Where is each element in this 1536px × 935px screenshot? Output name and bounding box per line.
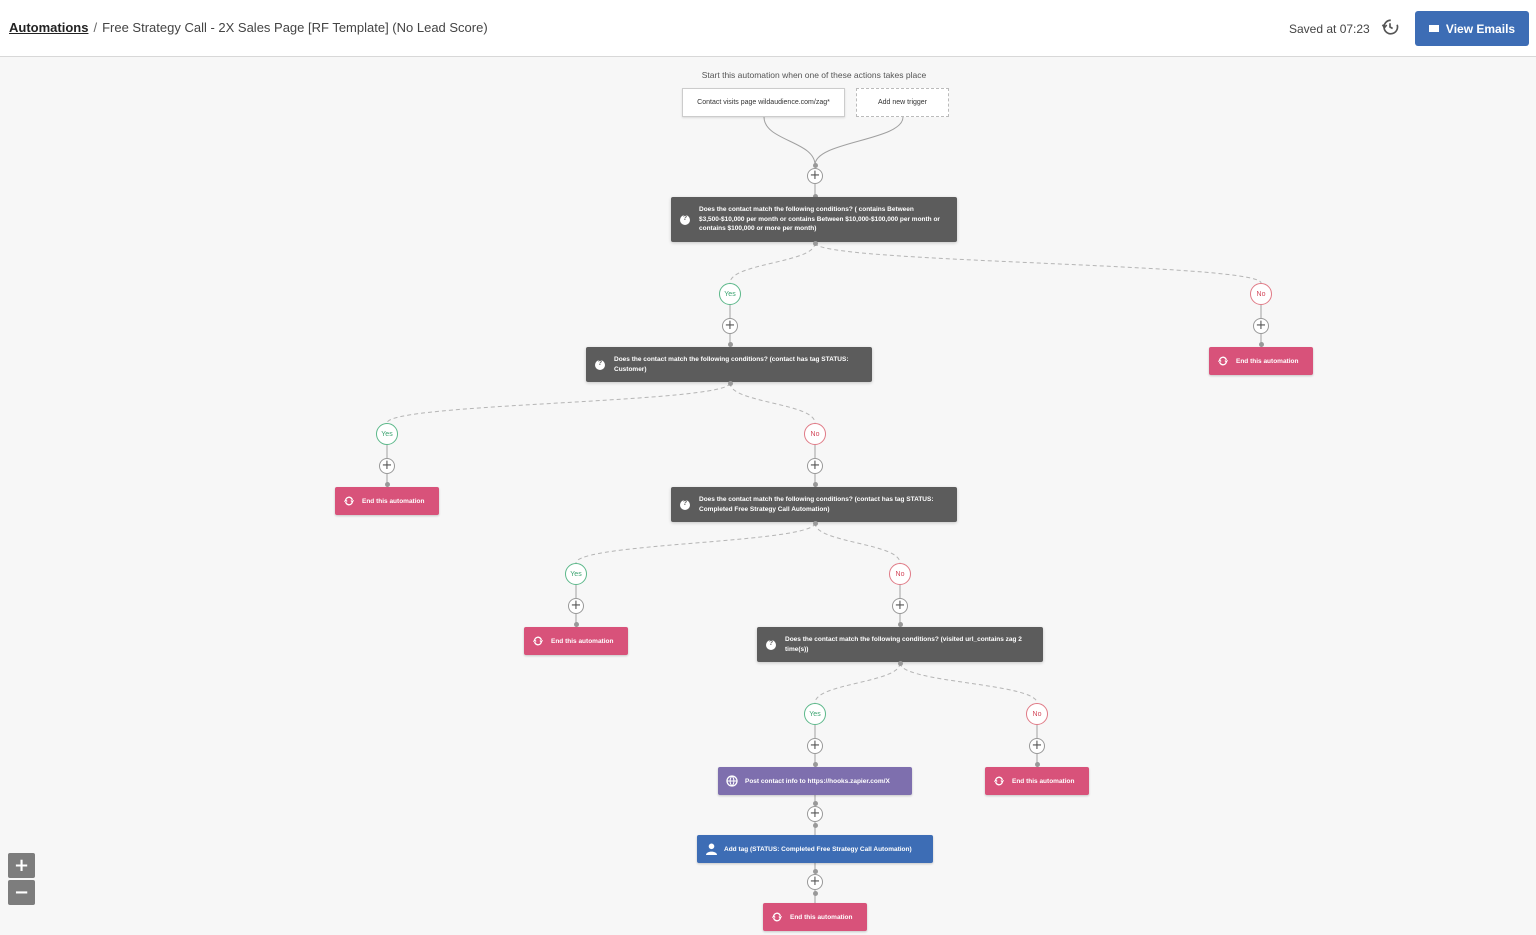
connector-dot (573, 621, 579, 627)
end-automation-node[interactable]: End this automation (763, 903, 867, 931)
connector-dot (384, 481, 390, 487)
add-step-button[interactable]: + (892, 598, 908, 614)
workflow-connectors (386, 116, 1262, 903)
start-instructions: Start this automation when one of these … (701, 70, 927, 80)
condition-text: Does the contact match the following con… (699, 205, 940, 233)
webhook-action-node[interactable]: Post contact info to https://hooks.zapie… (718, 767, 912, 795)
connector-dot (812, 868, 818, 874)
connector-dot (812, 240, 818, 246)
connector-dot (812, 162, 818, 168)
refresh-icon (994, 776, 1004, 786)
end-automation-label: End this automation (1236, 357, 1299, 365)
question-icon: ? (680, 499, 690, 510)
question-icon: ? (680, 214, 690, 225)
refresh-icon (533, 636, 543, 646)
yes-branch-label[interactable]: Yes (719, 283, 741, 305)
connector-line (899, 662, 1038, 704)
add-trigger-button[interactable]: Add new trigger (856, 88, 949, 117)
view-emails-button[interactable]: View Emails (1415, 11, 1529, 46)
connector-line (814, 522, 901, 564)
yes-branch-label[interactable]: Yes (804, 703, 826, 725)
user-icon (706, 843, 717, 855)
no-branch-label[interactable]: No (804, 423, 826, 445)
webhook-label: Post contact info to https://hooks.zapie… (745, 777, 890, 785)
add-step-button[interactable]: + (1029, 738, 1045, 754)
add-step-button[interactable]: + (807, 874, 823, 890)
connector-line (814, 242, 1262, 284)
connector-dot (812, 481, 818, 487)
connector-line (814, 662, 901, 704)
connector-dot (812, 520, 818, 526)
connector-dot (812, 761, 818, 767)
condition-node-3[interactable]: ? Does the contact match the following co… (671, 487, 957, 522)
connector-dot (812, 193, 818, 199)
breadcrumb-separator: / (93, 20, 98, 35)
envelope-icon (1428, 25, 1439, 32)
add-step-button[interactable]: + (807, 806, 823, 822)
add-tag-label: Add tag (STATUS: Completed Free Strategy… (724, 845, 912, 853)
connector-dot (727, 341, 733, 347)
refresh-icon (344, 496, 354, 506)
condition-node-4[interactable]: ? Does the contact match the following co… (757, 627, 1043, 662)
page-title: Free Strategy Call - 2X Sales Page [RF T… (102, 20, 488, 35)
connector-dot (812, 822, 818, 828)
connector-dot (897, 621, 903, 627)
condition-text: Does the contact match the following con… (699, 495, 934, 513)
connector-line (386, 382, 731, 424)
zoom-in-button[interactable]: + (8, 853, 35, 878)
add-step-button[interactable]: + (568, 598, 584, 614)
trigger-node[interactable]: Contact visits page wildaudience.com/zag… (682, 88, 845, 117)
end-automation-node[interactable]: End this automation (985, 767, 1089, 795)
end-automation-label: End this automation (551, 637, 614, 645)
connector-dot (812, 890, 818, 896)
add-step-button[interactable]: + (722, 318, 738, 334)
add-step-button[interactable]: + (807, 738, 823, 754)
add-tag-action-node[interactable]: Add tag (STATUS: Completed Free Strategy… (697, 835, 933, 863)
connector-dot (727, 380, 733, 386)
add-step-button[interactable]: + (1253, 318, 1269, 334)
condition-node-1[interactable]: ? Does the contact match the following co… (671, 197, 957, 242)
end-automation-node[interactable]: End this automation (1209, 347, 1313, 375)
end-automation-label: End this automation (1012, 777, 1075, 785)
connector-line (763, 116, 816, 166)
connector-dot (812, 800, 818, 806)
connector-line (729, 242, 816, 284)
zoom-out-button[interactable]: − (8, 880, 35, 905)
connector-dot (897, 660, 903, 666)
workflow-nodes: Start this automation when one of these … (0, 58, 1536, 935)
end-automation-label: End this automation (362, 497, 425, 505)
add-step-button[interactable]: + (379, 458, 395, 474)
question-icon: ? (595, 359, 605, 370)
refresh-icon (772, 912, 782, 922)
top-header: Automations / Free Strategy Call - 2X Sale… (0, 0, 1536, 57)
no-branch-label[interactable]: No (889, 563, 911, 585)
globe-icon (726, 775, 738, 787)
add-step-button[interactable]: + (807, 168, 823, 184)
condition-text: Does the contact match the following con… (614, 355, 849, 373)
saved-status: Saved at 07:23 (1289, 22, 1370, 36)
breadcrumb-automations-link[interactable]: Automations (9, 20, 89, 35)
connector-dot (1258, 341, 1264, 347)
history-icon[interactable] (1381, 18, 1399, 36)
end-automation-node[interactable]: End this automation (335, 487, 439, 515)
yes-branch-label[interactable]: Yes (565, 563, 587, 585)
refresh-icon (1218, 356, 1228, 366)
question-icon: ? (766, 639, 776, 650)
connector-line (814, 116, 904, 166)
connector-line (729, 382, 816, 424)
condition-node-2[interactable]: ? Does the contact match the following co… (586, 347, 872, 382)
end-automation-label: End this automation (790, 913, 853, 921)
connector-line (575, 522, 816, 564)
view-emails-label: View Emails (1445, 21, 1516, 36)
no-branch-label[interactable]: No (1250, 283, 1272, 305)
no-branch-label[interactable]: No (1026, 703, 1048, 725)
end-automation-node[interactable]: End this automation (524, 627, 628, 655)
breadcrumb: Automations / Free Strategy Call - 2X Sale… (9, 20, 488, 35)
add-step-button[interactable]: + (807, 458, 823, 474)
connector-dot (1034, 761, 1040, 767)
workflow-canvas[interactable]: Start this automation when one of these … (0, 58, 1536, 935)
condition-text: Does the contact match the following con… (785, 635, 1022, 653)
yes-branch-label[interactable]: Yes (376, 423, 398, 445)
